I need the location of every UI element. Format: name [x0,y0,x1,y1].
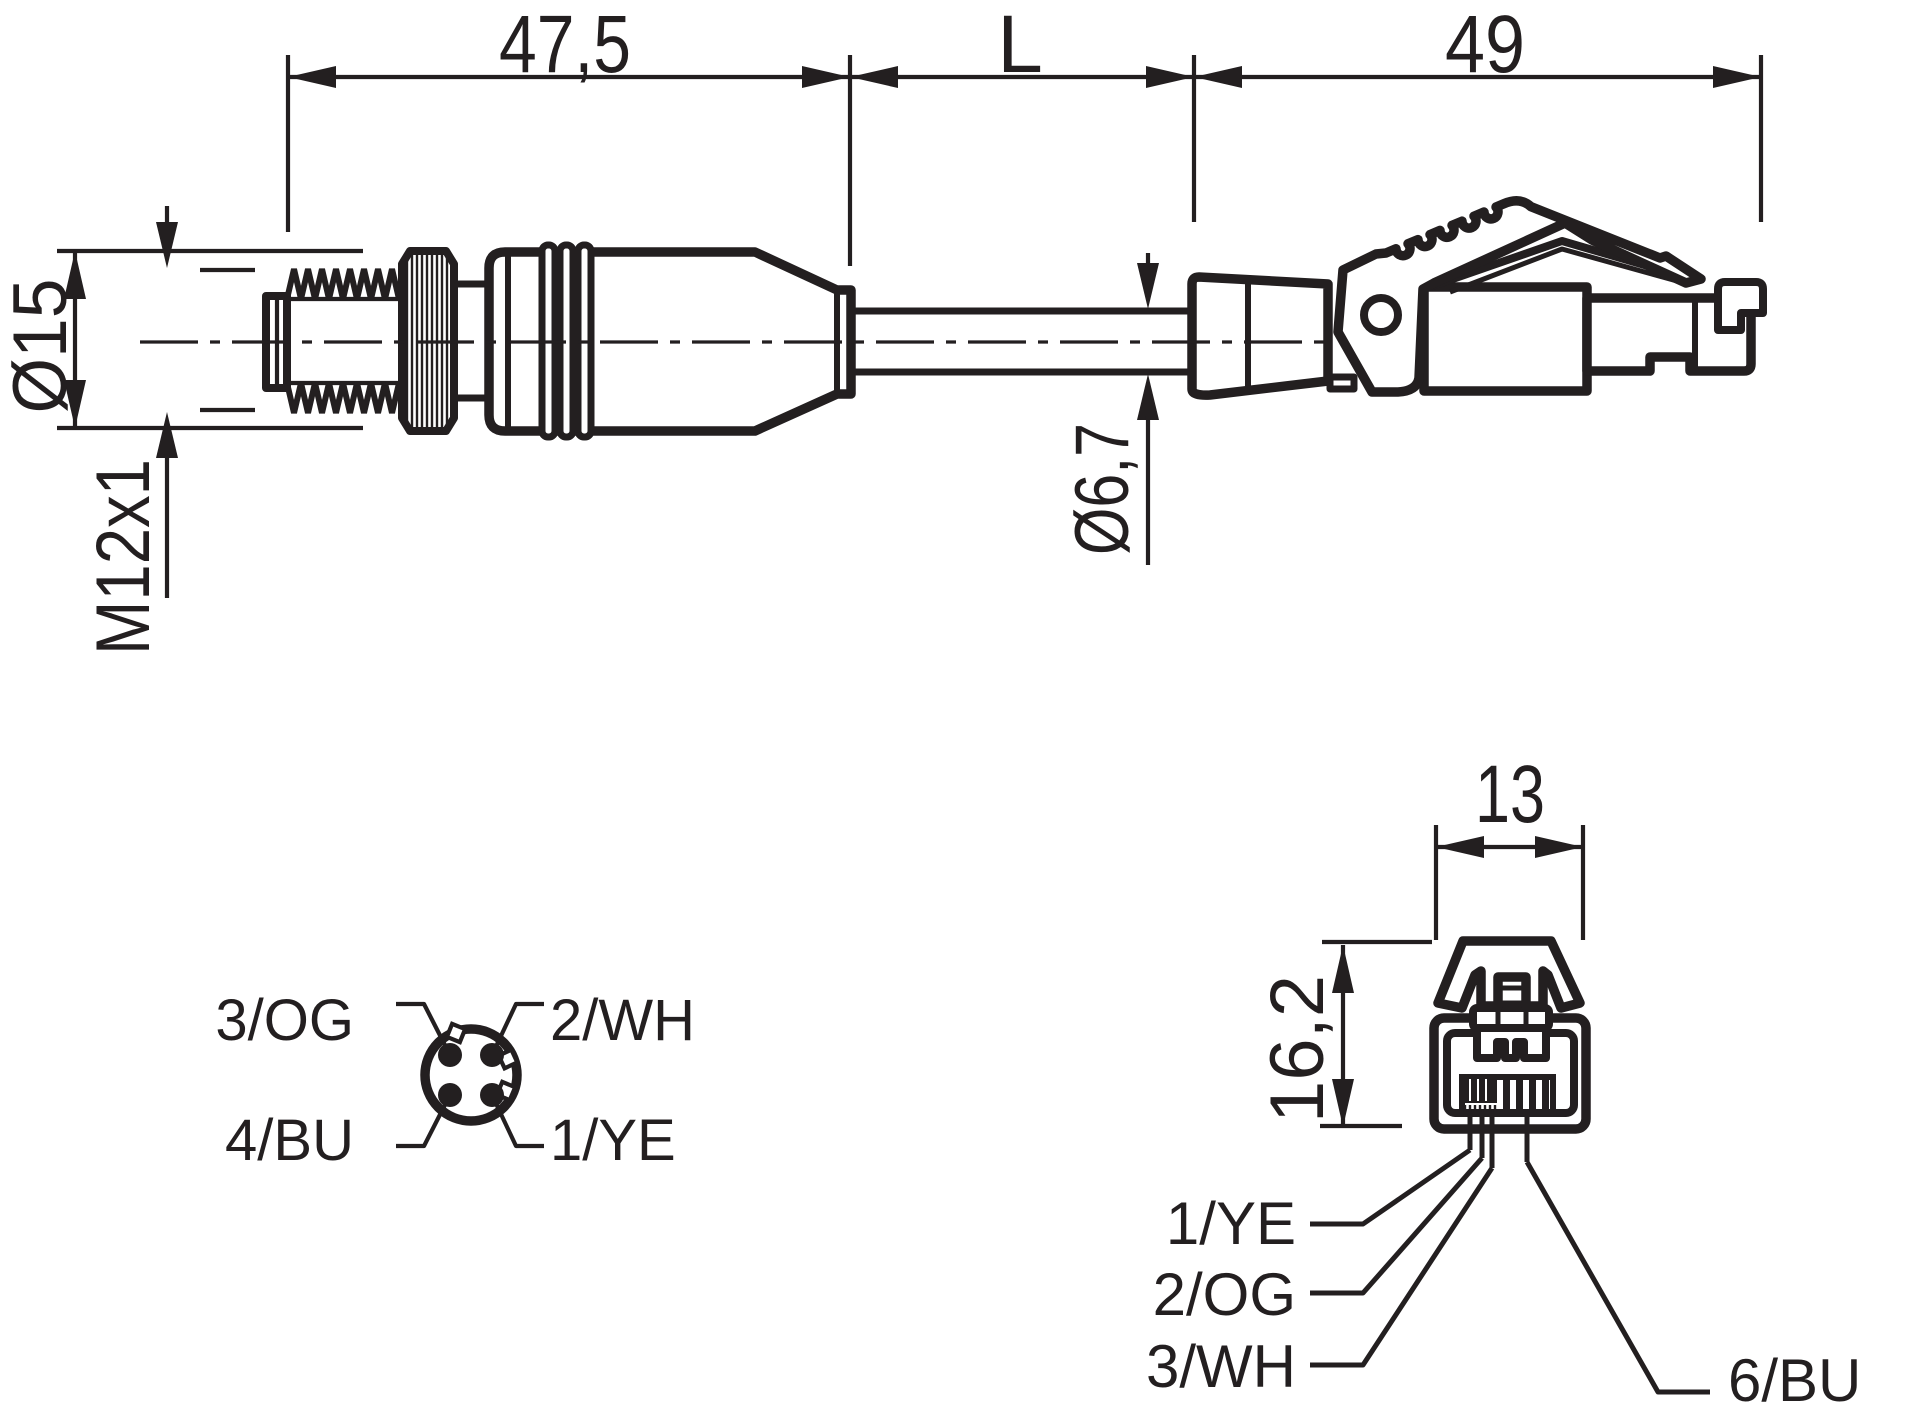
rj45-side-connector [1187,196,1767,400]
dim-cable-diameter: Ø6,7 [1060,253,1159,565]
arrowhead-icon [1332,945,1354,993]
side-view-drawing: 47,5 L 49 Ø15 M12x1 [0,0,1767,655]
contact-ticks [1463,1105,1497,1112]
wire-leader-line [1310,1166,1495,1368]
rj45-front-body [1429,936,1591,1134]
m12-pinout-diagram: 3/OG 2/WH 4/BU 1/YE [215,988,695,1173]
thread-crest-top [284,268,402,300]
contact-block [1459,1074,1556,1115]
pin-4-dot [438,1083,462,1107]
rj45-latch-lever [1333,196,1706,397]
dim-rj45-length-label: 49 [1445,0,1525,90]
rj45-housing [1419,282,1592,396]
pins [438,1043,504,1107]
latch-clip-front [1433,936,1585,1013]
pin-face-circle [420,1024,522,1126]
dim-connector-diameter: Ø15 [0,248,363,431]
wire-leader-line [1310,1147,1472,1227]
leader-line [490,1094,544,1149]
rj45-latch-pivot-hole [1360,294,1402,336]
dim-horizontal-chain: 47,5 L 49 [285,0,1764,266]
dim-cable-length-label: L [997,0,1043,90]
wire-middle-label: 2/OG [1153,1261,1296,1328]
arrowhead-icon [850,66,898,88]
pin-top-right-label: 2/WH [550,988,695,1053]
wire-leaders [1310,1112,1710,1395]
dim-thread: M12x1 [81,206,255,655]
wire-top-label: 1/YE [1166,1190,1296,1257]
rj45-front-view: 13 16,2 [1146,749,1861,1407]
wire-bottom-label: 3/WH [1146,1333,1296,1400]
dim-connector-diameter-label: Ø15 [0,279,83,414]
leader-line [396,1001,452,1056]
cable-boot [1187,272,1333,400]
thread-crest-bottom [284,382,402,414]
arrowhead-icon [1332,1079,1354,1127]
pin-bottom-right-label: 1/YE [550,1108,676,1173]
arrowhead-icon [64,251,86,299]
dim-thread-label: M12x1 [81,459,166,655]
m12-thread [284,268,402,414]
arrowhead-icon [1137,263,1159,309]
dim-width-label: 13 [1475,749,1545,840]
arrowhead-icon [1535,836,1583,858]
cable [851,307,1193,376]
pin-leader-lines [396,1001,544,1149]
arrowhead-icon [156,412,178,458]
arrowhead-icon [1194,66,1242,88]
latch-stem-bar [1469,1004,1553,1032]
pin-3-dot [438,1043,462,1067]
arrowhead-icon [802,66,850,88]
arrowhead-icon [64,380,86,428]
dim-connector-length-label: 47,5 [499,0,631,90]
pin-top-left-label: 3/OG [215,988,354,1053]
wire-leader-line [1310,1156,1484,1296]
dim-height-label: 16,2 [1255,975,1340,1123]
arrowhead-icon [1436,836,1484,858]
pin-bottom-left-label: 4/BU [225,1108,354,1173]
boot-foot [1326,373,1358,393]
dim-height: 16,2 [1255,939,1432,1129]
pin-2-dot [480,1043,504,1067]
arrowhead-icon [1137,374,1159,420]
leader-line [396,1094,452,1149]
dim-cable-diameter-label: Ø6,7 [1060,423,1145,555]
arrowhead-icon [288,66,336,88]
housing-roof-inner-line [1449,246,1678,295]
leader-line [490,1001,544,1056]
pin-1-dot [480,1083,504,1107]
arrowhead-icon [1146,66,1194,88]
arrowhead-icon [156,222,178,268]
contact-block-solid [1462,1077,1497,1103]
arrowhead-icon [1713,66,1761,88]
wire-leader-line [1524,1160,1710,1395]
rj45-latch-tab [1714,278,1767,334]
wire-right-label: 6/BU [1728,1347,1861,1407]
dim-width: 13 [1433,749,1586,940]
keying-notch-icon [444,1021,468,1045]
